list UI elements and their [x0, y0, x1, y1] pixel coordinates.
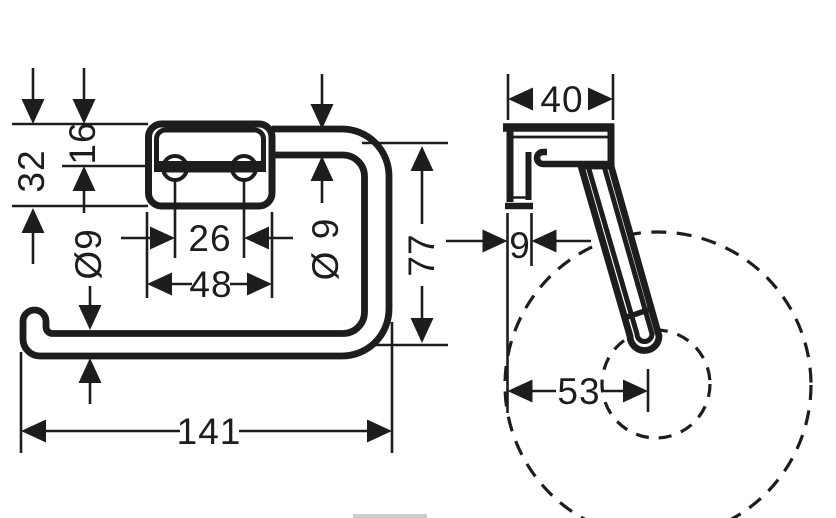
dim-77-arrow-down [410, 318, 434, 343]
dim-label-hole-spacing: 26 [188, 218, 231, 259]
dim-26-arrow-right [150, 226, 175, 250]
dim-label-plate-thickness: 9 [509, 225, 531, 266]
dim-label-depth: 40 [540, 79, 583, 120]
dim-label-wall-to-roll-axis: 53 [557, 371, 600, 412]
dim-label-plate-width: 48 [189, 264, 232, 305]
dim-label-plate-top-to-seam: 16 [62, 121, 103, 164]
dim-label-overall-width: 141 [177, 411, 242, 452]
dim-53-arrow-right [623, 379, 648, 403]
dim-9-arrow-right [482, 229, 508, 253]
dim-40-arrow-right [588, 87, 613, 111]
dim-9-arrow-left [531, 229, 557, 253]
dim-48-arrow-right [247, 272, 272, 296]
dim-16-arrow-down [72, 99, 96, 124]
dim-40-arrow-left [508, 87, 533, 111]
dim-16-arrow-up [72, 166, 96, 191]
dim-label-bar-diameter-left: Ø9 [68, 228, 109, 279]
side-view-dimensions: 40 9 53 [446, 74, 650, 413]
holder-arm-inner-line [585, 165, 655, 344]
dim-141-arrow-left [21, 419, 46, 443]
dim-26-arrow-left [244, 226, 269, 250]
front-view-dimensions: 32 16 Ø9 26 48 Ø 9 [11, 68, 448, 453]
dim-53-arrow-left [507, 379, 533, 403]
dim-o9l-arrow-up [78, 358, 102, 383]
dim-o9t-arrow-up [310, 156, 334, 181]
arm-joint-line [626, 306, 652, 320]
dim-label-bar-diameter-top: Ø 9 [305, 218, 346, 281]
holder-bar-outline [19, 125, 393, 360]
roll-outer-circle [503, 230, 813, 518]
dim-o9l-arrow-down [78, 305, 102, 330]
dim-label-bar-center-span: 77 [401, 233, 442, 276]
dim-label-plate-height: 32 [11, 149, 52, 192]
front-view [19, 120, 393, 360]
dim-o9t-arrow-down [310, 104, 334, 129]
wall-plate [145, 120, 276, 210]
side-view [503, 123, 663, 354]
dim-32-arrow-down [21, 99, 45, 124]
cropped-logo-remnant [353, 514, 427, 518]
dim-141-arrow-right [367, 419, 392, 443]
bracket-underside-line [533, 148, 612, 168]
dim-48-arrow-left [147, 272, 172, 296]
dim-32-arrow-up [21, 208, 45, 233]
dim-77-arrow-up [410, 146, 434, 171]
